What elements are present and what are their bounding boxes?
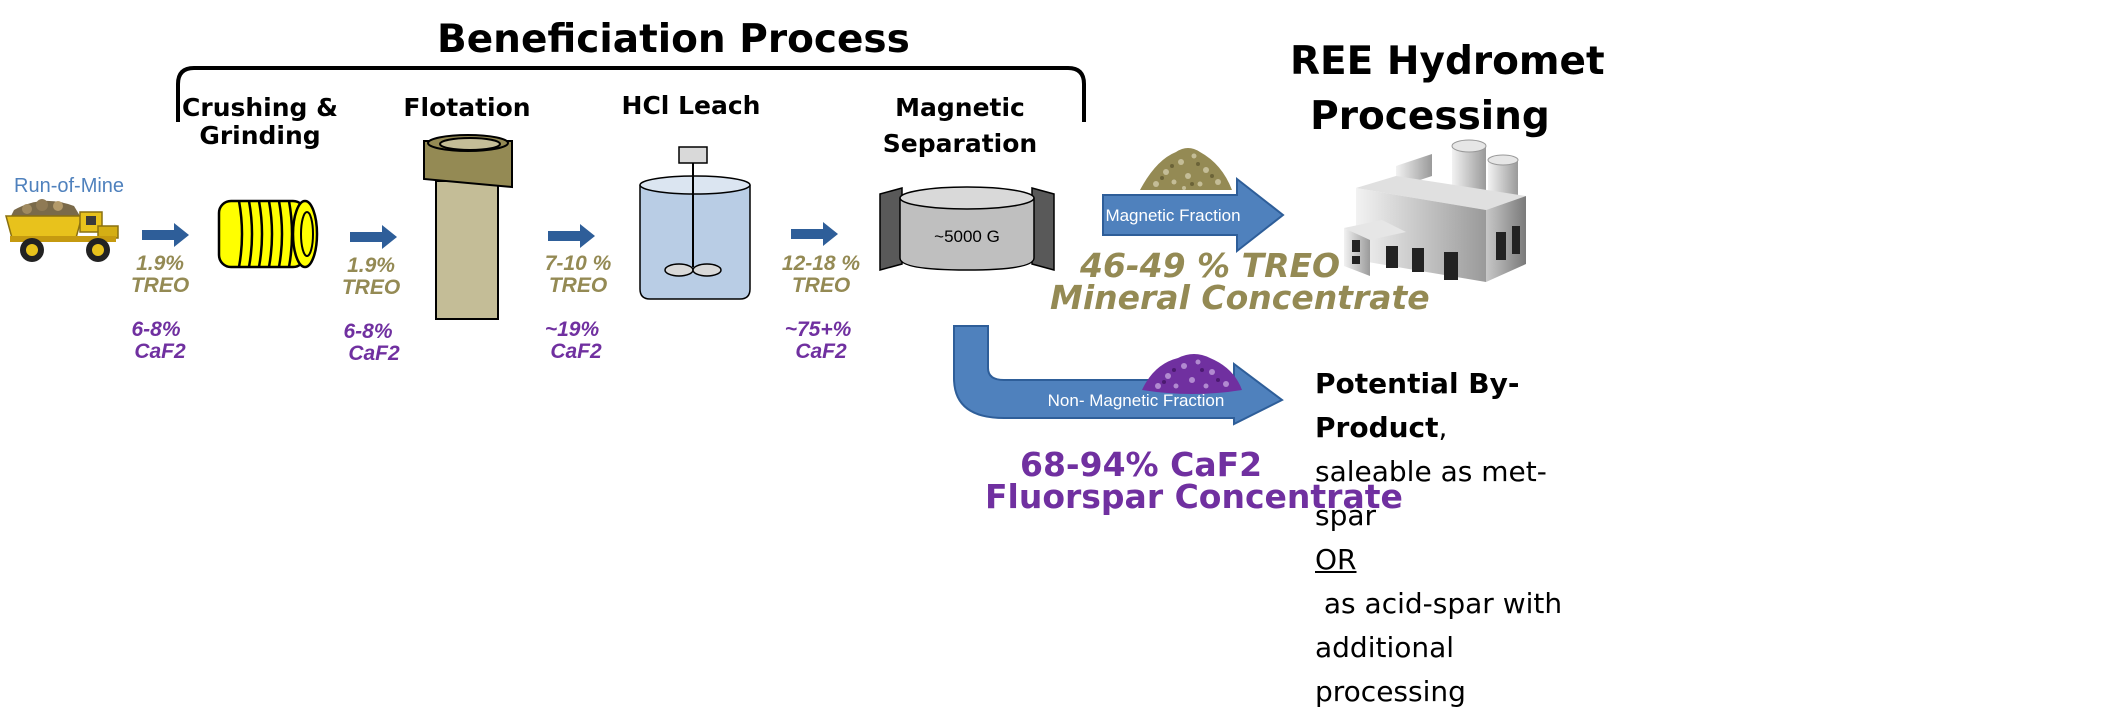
separator-field-label: ~5000 G [934, 227, 1000, 246]
non-magnetic-grade: 68-94% CaF2 [1020, 445, 1263, 484]
caf2-grade: 6-8% [131, 318, 181, 341]
byproduct-line2: saleable as met-spar [1315, 455, 1547, 532]
hydromet-plant-icon [1344, 139, 1526, 282]
flotation-column-icon [423, 134, 513, 320]
byproduct-comma: , [1438, 411, 1448, 444]
step-label-line: Grinding [199, 121, 321, 150]
non-magnetic-fraction-arrow: Non- Magnetic Fraction [953, 325, 1284, 426]
magnetic-separator-icon: ~5000 G [879, 186, 1055, 271]
hydromet-title-line2: Processing [1310, 94, 1550, 139]
magnetic-fraction-arrow: Magnetic Fraction [1102, 176, 1285, 254]
grade-block-2: 1.9% TREO 6-8% CaF2 [331, 251, 411, 369]
caf2-grade: ~75+% [784, 318, 852, 341]
step-label-flotation: Flotation [403, 93, 531, 122]
grade-block-1: 1.9% TREO 6-8% CaF2 [120, 249, 200, 367]
treo-label: TREO [791, 274, 851, 297]
treo-label: TREO [548, 274, 608, 297]
hydromet-title: REE Hydromet Processing [1290, 36, 1605, 143]
fluorspar-pile-icon [1142, 354, 1242, 394]
treo-grade: 7-10 % [544, 252, 612, 275]
magnetic-grade: 46-49 % TREO [1080, 246, 1341, 285]
caf2-label: CaF2 [795, 340, 847, 363]
drum-icon [217, 199, 319, 269]
byproduct-line4: additional processing [1315, 631, 1466, 708]
byproduct-line1: Potential By-Product, [1315, 362, 1575, 450]
flow-arrow-1 [142, 223, 189, 247]
byproduct-or: OR [1315, 543, 1357, 576]
caf2-label: CaF2 [550, 340, 602, 363]
step-label-magnetic-separation: Magnetic Separation [882, 93, 1038, 158]
step-label-crushing: Crushing & Grinding [180, 90, 340, 154]
process-bracket [176, 66, 1086, 122]
step-label-line: Crushing & [182, 93, 338, 122]
flow-arrow-4 [791, 222, 838, 246]
byproduct-line3: OR as acid-spar with [1315, 538, 1575, 626]
byproduct-note: Potential By-Product, saleable as met-sp… [1315, 362, 1575, 714]
magnetic-fraction-label: Magnetic Fraction [1105, 206, 1240, 225]
flow-arrow-3 [548, 224, 595, 248]
grade-block-4: 12-18 % TREO ~75+% CaF2 [776, 249, 866, 367]
run-of-mine-label: Run-of-Mine [14, 175, 125, 197]
treo-grade: 1.9% [136, 252, 184, 275]
hydromet-title-line1: REE Hydromet [1290, 39, 1605, 84]
treo-label: TREO [130, 274, 190, 297]
caf2-label: CaF2 [134, 340, 186, 363]
treo-grade: 12-18 % [781, 252, 861, 275]
flow-arrow-2 [350, 225, 397, 249]
magnetic-product: Mineral Concentrate [1050, 278, 1430, 317]
byproduct-title: Potential By-Product [1315, 367, 1520, 444]
page-title: Beneficiation Process [437, 17, 910, 62]
byproduct-line3-rest: as acid-spar with [1315, 587, 1563, 620]
treo-label: TREO [341, 276, 401, 299]
mineral-concentrate-pile-icon [1140, 148, 1232, 190]
haul-truck-icon [5, 199, 119, 262]
step-label-hcl-leach: HCl Leach [621, 91, 761, 120]
non-magnetic-fraction-label: Non- Magnetic Fraction [1048, 391, 1225, 410]
grade-block-3: 7-10 % TREO ~19% CaF2 [533, 249, 623, 367]
caf2-grade: 6-8% [343, 320, 393, 343]
caf2-label: CaF2 [348, 342, 400, 365]
non-magnetic-product: Fluorspar Concentrate [985, 477, 1403, 516]
caf2-grade: ~19% [544, 318, 600, 341]
leach-tank-icon [639, 146, 751, 300]
treo-grade: 1.9% [347, 254, 395, 277]
